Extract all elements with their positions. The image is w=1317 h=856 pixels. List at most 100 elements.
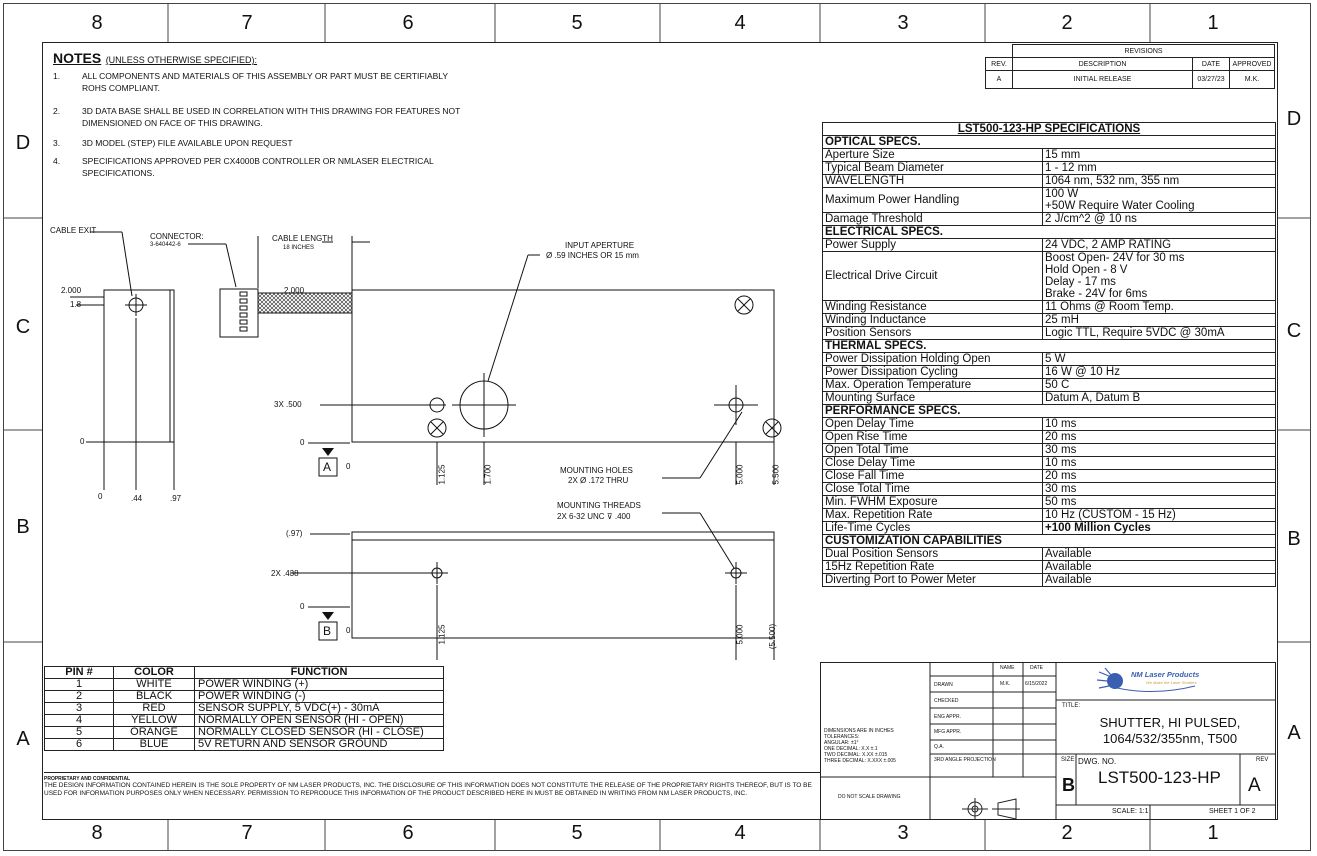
dim-5-500: 5.500 [771,464,781,485]
notes-subtitle: (UNLESS OTHERWISE SPECIFIED): [105,55,258,65]
note-3-text: 3D MODEL (STEP) FILE AVAILABLE UPON REQU… [82,138,293,148]
label-cable-length-value: 18 INCHES [283,245,315,251]
drawing-border [42,42,1278,820]
dim-5-000: 5.000 [735,464,745,485]
pin-color: BLACK [113,690,195,703]
dim-1-700: 1.700 [483,464,493,485]
dim-2000-side: 2.000 [61,286,82,295]
proprietary-box: PROPRIETARY AND CONFIDENTIAL THE DESIGN … [44,772,820,819]
datum-b-label: B [323,624,332,638]
pin-num: 4 [44,714,114,727]
title-block [820,662,1276,820]
bottom-view-body [351,531,775,639]
tb-size: B [1062,775,1075,795]
dim-97-ref: (.97) [286,529,303,538]
tb-tol-line: TWO DECIMAL: X.XX ±.015 [824,752,888,758]
pin-header-num: PIN # [44,666,114,679]
tb-size-label: SIZE [1061,757,1075,763]
pin-function: POWER WINDING (+) [194,678,444,691]
title-block-grid [820,662,1276,820]
tb-tol-line: THREE DECIMAL: X.XXX ±.005 [824,758,896,764]
label-cable-exit: CABLE EXIT [50,226,97,235]
tb-checked: CHECKED [934,698,959,704]
zone-right-A: A [1287,722,1301,744]
label-cable-length: CABLE LENGTH [272,234,333,243]
zone-bottom-6: 6 [402,822,414,844]
dim-0-front-b: 0 [346,462,351,471]
label-mounting-threads: MOUNTING THREADS [557,501,641,510]
zone-right-B: B [1287,528,1301,550]
spec-section-thermal: THERMAL SPECS. [822,339,1276,353]
side-view-body [103,289,175,443]
tb-tol-line: DIMENSIONS ARE IN INCHES [824,728,894,734]
pin-num: 1 [44,678,114,691]
spec-label: Max. Repetition Rate [822,508,1043,522]
tb-eng-appr: ENG APPR. [934,714,961,720]
tb-mfg-appr: MFG APPR. [934,729,962,735]
notes-title: NOTES [53,50,102,66]
tb-do-not-scale: DO NOT SCALE DRAWING [838,794,901,800]
tb-title-line2: 1064/532/355nm, T500 [1102,731,1238,746]
zone-bottom-5: 5 [571,822,583,844]
dim-97: .97 [170,494,182,503]
label-input-aperture-dim: Ø .59 INCHES OR 15 mm [546,251,639,260]
dim-2x-438: 2X .438 [271,569,299,578]
note-2-text: 3D DATA BASE SHALL BE USED IN CORRELATIO… [82,106,461,128]
proprietary-heading: PROPRIETARY AND CONFIDENTIAL [44,776,131,782]
spec-label: Min. FWHM Exposure [822,495,1043,509]
proprietary-text: THE DESIGN INFORMATION CONTAINED HEREIN … [44,782,812,797]
tb-tol-line: TOLERANCES: [824,734,860,740]
zone-top-4: 4 [734,12,746,34]
zone-bottom-8: 8 [91,822,103,844]
dim-3x-500: 3X .500 [274,400,302,409]
tb-rev: A [1248,775,1261,796]
datum-a-label: A [323,460,332,474]
pin-function: SENSOR SUPPLY, 5 VDC(+) - 30mA [194,702,444,715]
label-mounting-holes-dim: 2X Ø .172 THRU [568,476,629,485]
dim-1-8: 1.8 [70,300,82,309]
tb-qa: Q.A. [934,744,945,750]
note-4-num: 4. [53,156,61,166]
tb-tolerances: DIMENSIONS ARE IN INCHES TOLERANCES: ANG… [824,728,928,764]
pin-num: 3 [44,702,114,715]
spec-label: Winding Inductance [822,313,1043,327]
pin-color: WHITE [113,678,195,691]
zone-bottom-4: 4 [734,822,746,844]
spec-value: Boost Open- 24V for 30 ms Hold Open - 8 … [1042,251,1276,301]
notes-heading: NOTES (UNLESS OTHERWISE SPECIFIED): [53,50,257,68]
tb-drawn-name: M.K. [1000,681,1011,687]
cable-braid [257,292,353,314]
zone-bottom-2: 2 [1061,822,1073,844]
spec-value: Available [1042,573,1276,587]
label-mounting-threads-dim: 2X 6-32 UNC ⊽ .400 [557,512,631,521]
tb-projection: 3RD ANGLE PROJECTION [934,757,996,763]
tb-dwg-label: DWG. NO. [1078,757,1117,766]
label-connector-pn: 3-640442-6 [150,242,181,248]
spec-label: Dual Position Sensors [822,547,1043,561]
note-3-num: 3. [53,138,61,148]
connector-body [219,288,259,338]
dim-0-side: 0 [80,437,85,446]
note-1-num: 1. [53,71,61,81]
zone-top-1: 1 [1207,12,1219,34]
zone-top-2: 2 [1061,12,1073,34]
tb-sheet: SHEET 1 OF 2 [1209,808,1256,815]
zone-bottom-7: 7 [241,822,253,844]
pin-function: POWER WINDING (-) [194,690,444,703]
zone-left-C: C [15,316,31,338]
revisions-table: REVISIONS REV. DESCRIPTION DATE APPROVED… [985,44,1275,89]
note-1-text: ALL COMPONENTS AND MATERIALS OF THIS ASS… [82,71,448,93]
tb-title: SHUTTER, HI PULSED, 1064/532/355nm, T500 [1064,715,1276,747]
drawing-sheet [3,3,1311,851]
spec-table: LST500-123-HP SPECIFICATIONS OPTICAL SPE… [822,122,1276,587]
label-connector: CONNECTOR: [150,232,204,241]
spec-label: Diverting Port to Power Meter [822,573,1043,587]
pin-color: RED [113,702,195,715]
pin-header-color: COLOR [113,666,195,679]
company-name: NM Laser Products [1131,670,1200,679]
dim-44: .44 [131,494,143,503]
dim-1-125-lower: 1.125 [437,624,447,645]
pin-function: 5V RETURN AND SENSOR GROUND [194,738,444,751]
